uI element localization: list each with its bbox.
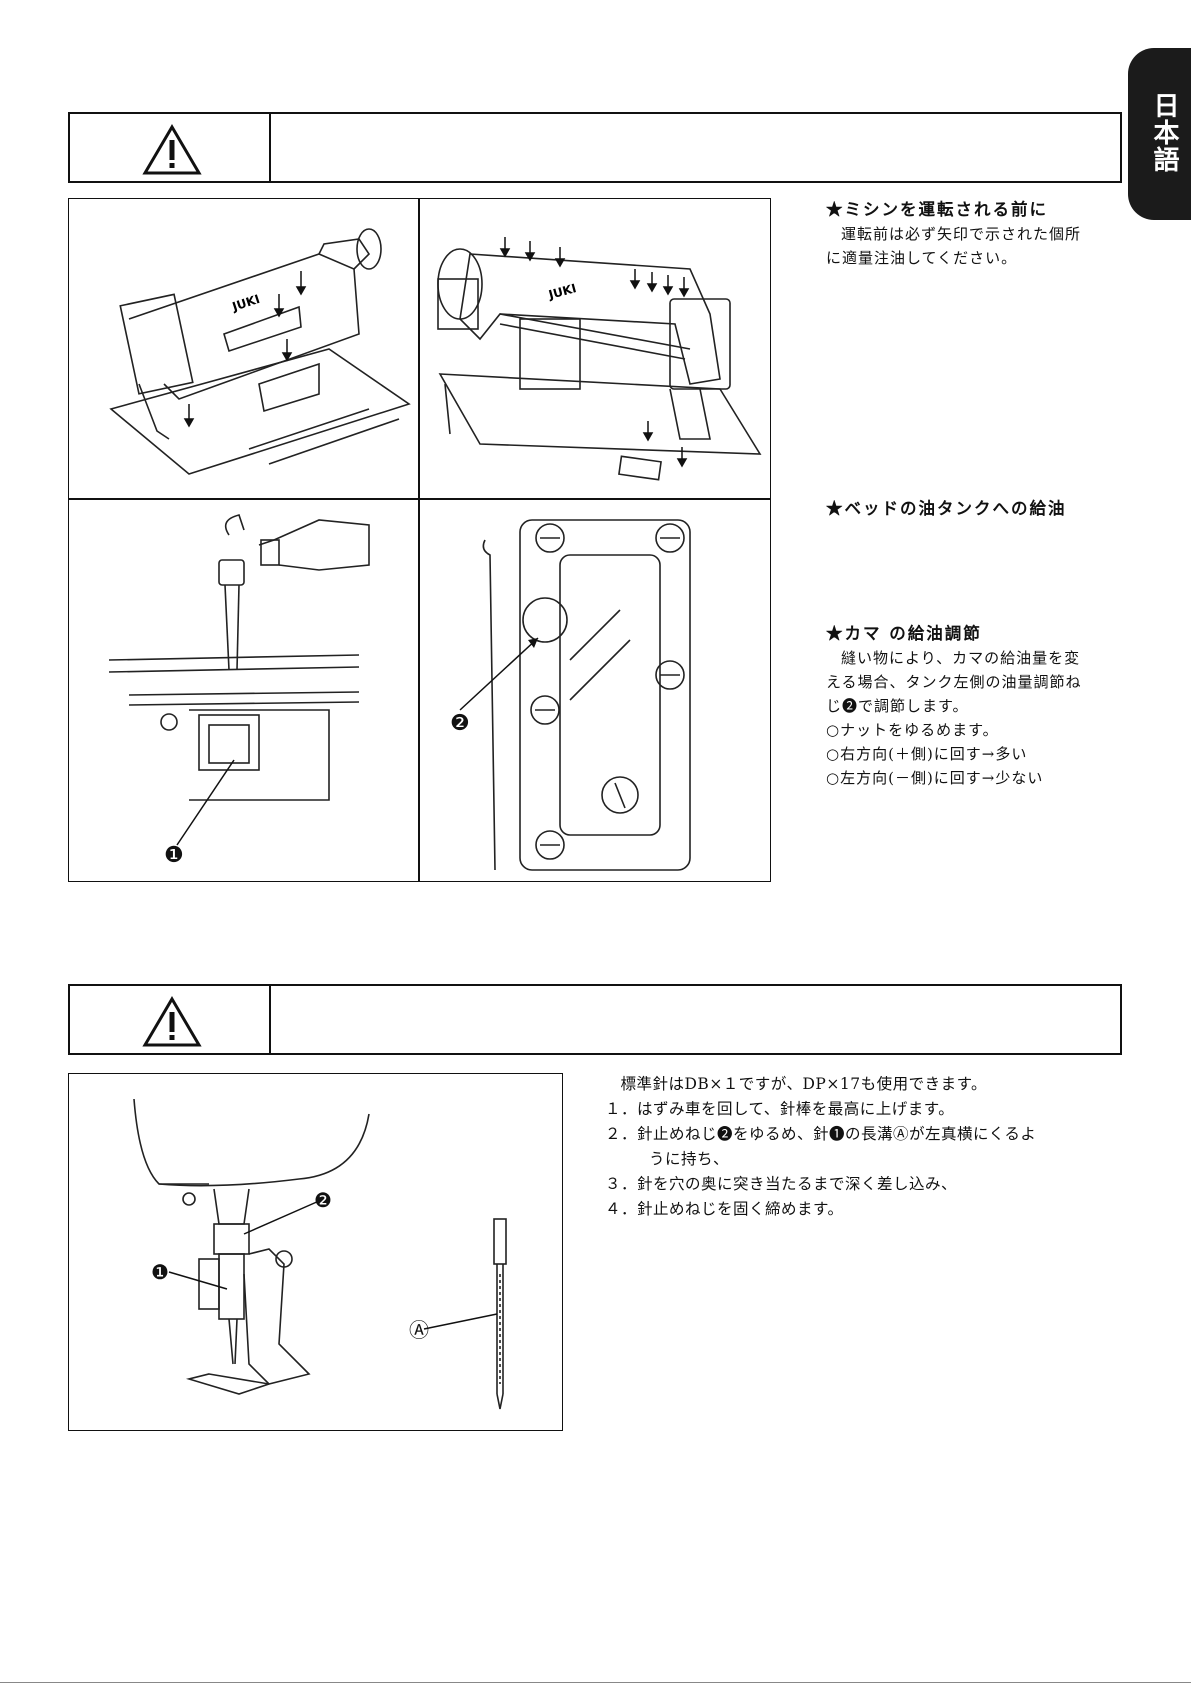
warning-icon-cell [70, 114, 271, 181]
para-before-operation-1: 運転前は必ず矢印で示された個所 [841, 225, 1082, 243]
para-hook-oil-adjust-1: 縫い物により、カマの給油量を変 [841, 649, 1081, 667]
callout-1-needle: ❶ [151, 1260, 169, 1284]
callout-a-long-groove: Ⓐ [409, 1318, 429, 1342]
hook-oil-adjust-illustration: ❷ [420, 500, 772, 883]
heading-before-operation: ★ミシンを運転される前に [826, 200, 1048, 219]
needle-step-1: １．はずみ車を回して、針棒を最高に上げます。 [605, 1100, 955, 1118]
warning-box-needle [68, 984, 1122, 1055]
oil-tank-filling-illustration: ❶ [69, 500, 418, 883]
warning-icon [142, 124, 202, 175]
heading-hook-oil-adjust: ★カマ の給油調節 [826, 624, 982, 643]
callout-2-adjust-screw: ❷ [450, 711, 470, 736]
brand-logo-rear: JUKI [546, 281, 578, 302]
bed-oil-tank-text: ★ベッドの油タンクへの給油 [826, 497, 1126, 521]
para-before-operation-2: に適量注油してください。 [826, 249, 1018, 267]
machine-front-illustration: JUKI [69, 199, 418, 498]
page-bottom-rule [0, 1682, 1191, 1683]
needle-attachment-text: 標準針はDB×１ですが、DP×17も使用できます。 １．はずみ車を回して、針棒を… [605, 1072, 1036, 1222]
bullet-loosen-nut: ○ナットをゆるめます。 [826, 721, 999, 739]
machine-rear-illustration: JUKI [420, 199, 772, 498]
warning-box-oiling [68, 112, 1122, 183]
callout-2-needle-set-screw: ❷ [314, 1188, 332, 1212]
needle-step-3: ３．針を穴の奥に突き当たるまで深く差し込み、 [605, 1175, 958, 1193]
language-tab-label: 日本語 [1149, 92, 1179, 173]
callout-1-oil-tank: ❶ [164, 843, 184, 868]
warning-icon-cell [70, 986, 271, 1053]
needle-step-4: ４．針止めねじを固く締めます。 [605, 1200, 844, 1218]
oiling-figure-grid: JUKI JUKI [68, 198, 771, 882]
para-hook-oil-adjust-3: じ❷で調節します。 [826, 697, 969, 715]
bullet-turn-left: ○左方向(－側)に回す→少ない [826, 769, 1044, 787]
needle-attachment-illustration: ❷ ❶ Ⓐ [68, 1073, 563, 1431]
warning-icon [142, 996, 202, 1047]
needle-standard-line: 標準針はDB×１ですが、DP×17も使用できます。 [620, 1075, 988, 1093]
oiling-before-operation-text: ★ミシンを運転される前に 運転前は必ず矢印で示された個所 に適量注油してください… [826, 198, 1126, 270]
needle-step-2-cont: うに持ち、 [649, 1150, 730, 1168]
bullet-turn-right: ○右方向(＋側)に回す→多い [826, 745, 1028, 763]
language-tab: 日本語 [1128, 48, 1191, 220]
needle-step-2: ２．針止めねじ❷をゆるめ、針❶の長溝Ⓐが左真横にくるよ [605, 1125, 1037, 1143]
para-hook-oil-adjust-2: える場合、タンク左側の油量調節ね [826, 673, 1082, 691]
brand-logo-front: JUKI [230, 292, 262, 314]
hook-oil-adjust-text: ★カマ の給油調節 縫い物により、カマの給油量を変 える場合、タンク左側の油量調… [826, 622, 1126, 790]
heading-bed-oil-tank: ★ベッドの油タンクへの給油 [826, 499, 1067, 518]
